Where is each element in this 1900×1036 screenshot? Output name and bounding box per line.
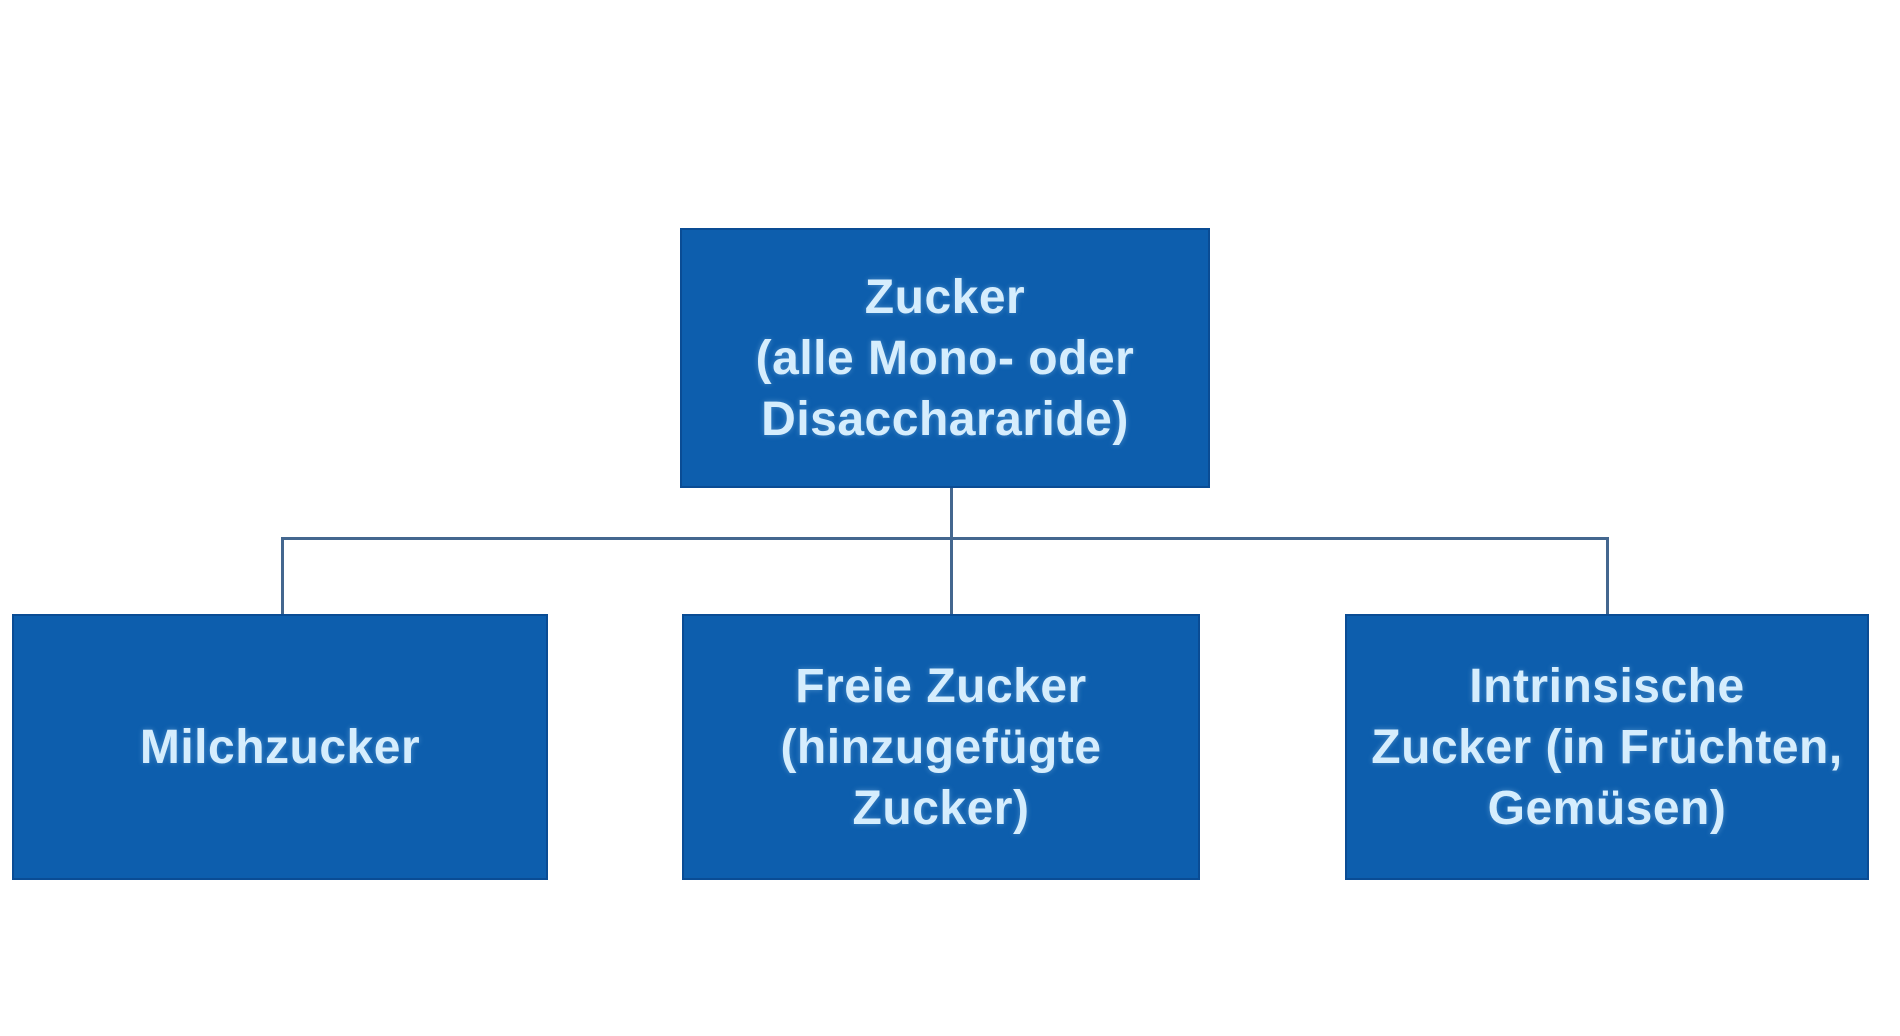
connector-horizontal-rail	[281, 537, 1609, 540]
connector-root-to-middle	[950, 488, 953, 614]
connector-drop-left	[281, 537, 284, 614]
connector-drop-right	[1606, 537, 1609, 614]
node-zucker-line-3: Disacchararide)	[761, 392, 1129, 446]
node-zucker-line-2: (alle Mono- oder	[755, 331, 1135, 385]
node-intrinsische-line-3: Gemüsen)	[1487, 781, 1727, 835]
node-freie-zucker-line-3: Zucker)	[852, 781, 1030, 835]
node-intrinsische-line-2: Zucker (in Früchten,	[1371, 720, 1843, 774]
node-freie-zucker: Freie Zucker (hinzugefügte Zucker)	[682, 614, 1200, 880]
node-milchzucker: Milchzucker	[12, 614, 548, 880]
node-intrinsische-line-1: Intrinsische	[1469, 659, 1745, 713]
node-zucker-root: Zucker (alle Mono- oder Disacchararide)	[680, 228, 1210, 488]
node-milchzucker-line-1: Milchzucker	[139, 720, 421, 774]
node-freie-zucker-line-2: (hinzugefügte	[780, 720, 1102, 774]
node-zucker-line-1: Zucker	[864, 270, 1026, 324]
node-freie-zucker-line-1: Freie Zucker	[795, 659, 1087, 713]
node-intrinsische-zucker: Intrinsische Zucker (in Früchten, Gemüse…	[1345, 614, 1869, 880]
